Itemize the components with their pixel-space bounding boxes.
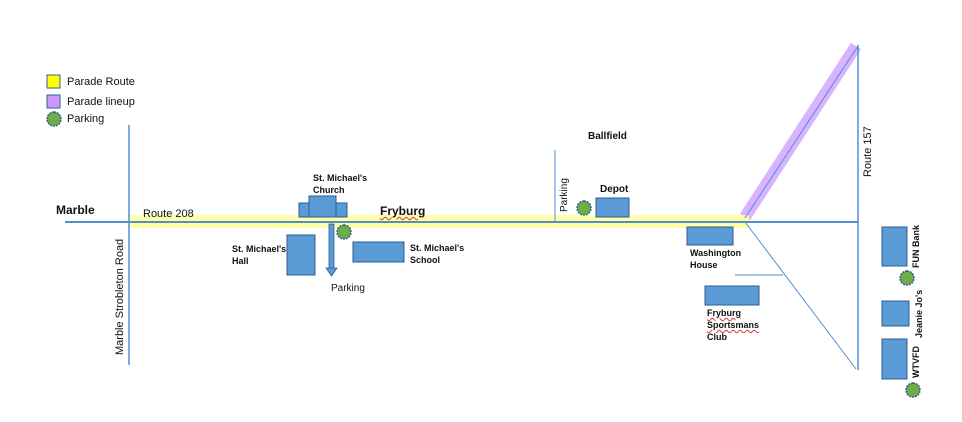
- hall-building: [286, 234, 316, 276]
- ballfield-label: Ballfield: [588, 131, 627, 142]
- legend-swatch-lineup: [46, 94, 61, 109]
- parking-arrow: [328, 223, 335, 271]
- church-wing-left: [298, 202, 310, 218]
- depot-building: [595, 197, 630, 218]
- route-208-label: Route 208: [143, 208, 194, 220]
- route-157-label: Route 157: [862, 126, 874, 177]
- parking-icon: [336, 224, 352, 240]
- washington-house-building: [686, 226, 734, 246]
- church-wing-right: [335, 202, 348, 218]
- depot-label: Depot: [600, 184, 629, 195]
- church-building: [308, 195, 337, 218]
- legend-parking-icon: [46, 111, 62, 127]
- school-building: [352, 241, 405, 263]
- jeanie-jos-building: [881, 300, 910, 327]
- legend-route-label: Parade Route: [67, 76, 135, 88]
- parking-icon: [899, 270, 915, 286]
- wtvfd-label: WTVFD: [911, 346, 921, 378]
- parking-icon: [905, 382, 921, 398]
- fun-bank-label: FUN Bank: [911, 224, 921, 268]
- lineup-road: [744, 45, 859, 219]
- sportsmans-club-building: [704, 285, 760, 306]
- diagonal-road: [744, 221, 857, 370]
- wtvfd-building: [881, 338, 908, 380]
- fryburg-label: Fryburg: [380, 204, 426, 218]
- marble-label: Marble: [56, 203, 95, 217]
- parade-lineup-band: [739, 42, 862, 221]
- parking-icon: [576, 200, 592, 216]
- parking-vertical-label: Parking: [559, 178, 570, 212]
- fun-bank-building: [881, 226, 908, 267]
- parking-church-label: Parking: [331, 283, 365, 294]
- jeanie-jos-label: Jeanie Jo's: [914, 289, 924, 338]
- parking-arrow-head: [325, 267, 338, 277]
- strobleton-road-label: Marble Strobleton Road: [114, 238, 126, 355]
- legend-swatch-route: [46, 74, 61, 89]
- legend-lineup-label: Parade lineup: [67, 96, 135, 108]
- legend-parking-label: Parking: [67, 113, 105, 125]
